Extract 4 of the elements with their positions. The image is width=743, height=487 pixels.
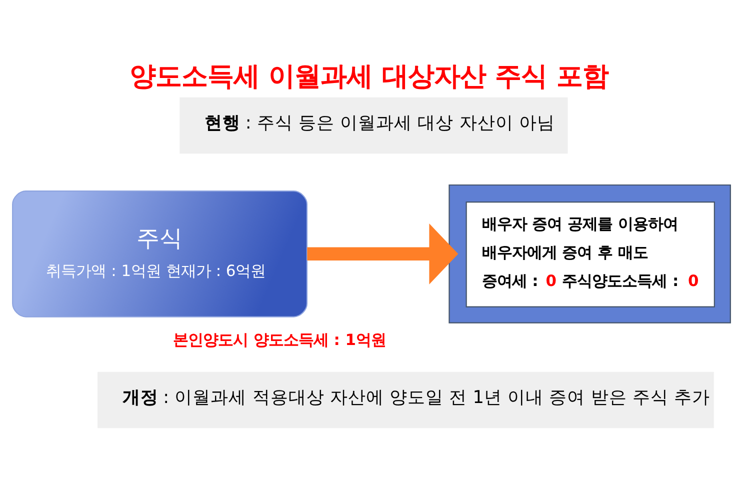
- diagram-title: 양도소득세 이월과세 대상자산 주식 포함: [129, 60, 608, 92]
- node-label: 본인양도시 양도소득세 : 1억원: [173, 330, 386, 349]
- node-box: 주식 취득가액 : 1억원 현재가 : 6억원: [12, 190, 308, 317]
- arrow: [307, 222, 458, 284]
